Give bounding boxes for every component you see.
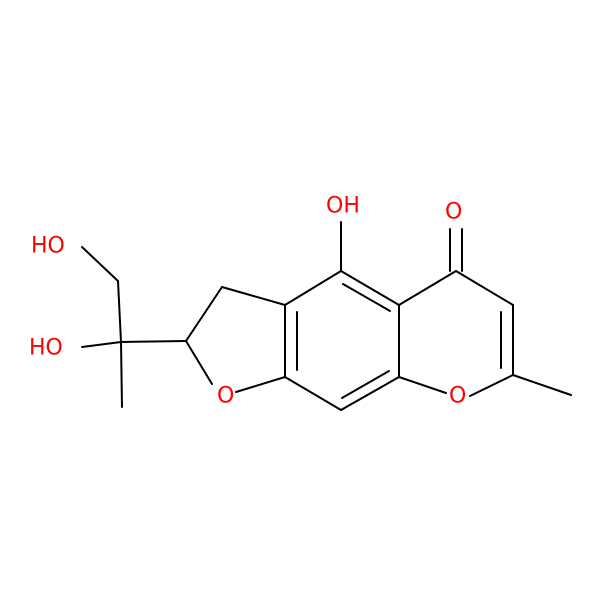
bond-c-methyl: [120, 341, 123, 408]
hydroxymethyl-oh-label: HO: [31, 234, 65, 259]
tertiary-oh-label: HO: [29, 336, 63, 361]
bond-c5-c6: [455, 270, 514, 306]
bond-c4a-c5: [398, 270, 457, 306]
bond-c2-ofuran: [185, 340, 213, 385]
bond-opyran-c8a: [398, 376, 447, 394]
ketone-oxygen-label: O: [445, 200, 462, 225]
bond-ch2-oh: [81, 246, 119, 282]
bond-c7-opyran: [469, 374, 514, 397]
bond-c4-c4a-inner: [342, 283, 391, 312]
bond-c8a-c8-inner: [341, 370, 390, 399]
bonds: [81, 221, 572, 411]
bond-c3a-c4: [284, 270, 342, 306]
bond-c2-c3: [185, 286, 223, 342]
atom-labels: HO HO OH O O O: [29, 194, 466, 409]
furan-oxygen-label: O: [217, 384, 234, 409]
bond-c7-methyl: [512, 374, 572, 396]
bond-c-ch2: [117, 280, 122, 343]
bond-c-oh: [81, 341, 122, 348]
bond-ofuran-c7a: [235, 376, 286, 393]
phenol-oh-label: OH: [326, 194, 360, 219]
bond-c-c2: [120, 340, 187, 343]
bond-c4-c4a: [340, 270, 400, 306]
bond-c8-c7a: [284, 376, 342, 411]
bond-c3-c3a: [221, 286, 286, 306]
bond-c8a-c8: [340, 376, 400, 411]
pyran-oxygen-label: O: [449, 384, 466, 409]
